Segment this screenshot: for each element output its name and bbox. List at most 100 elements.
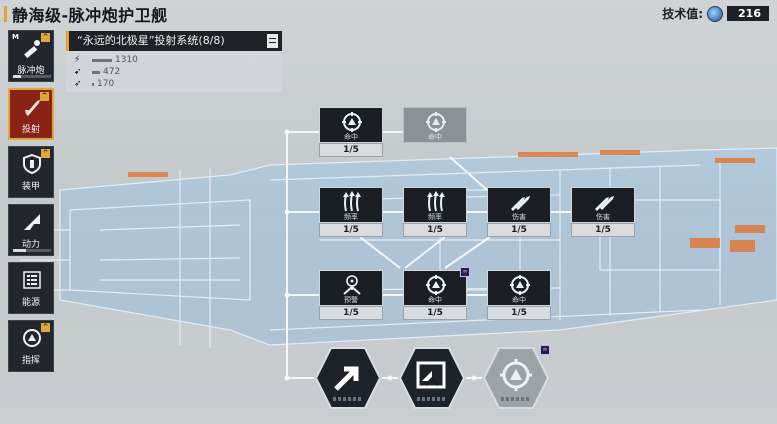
module-icon [416,361,446,389]
node-label: 命中 [344,133,358,141]
target-icon [500,359,532,391]
node-label: 频率 [344,213,358,221]
link-joint [284,209,290,215]
mod-mark: M [12,33,19,41]
sidebar-item-label: 能源 [21,298,40,308]
sidebar-item-1[interactable]: ^ 投射 [8,88,54,140]
node-level: 1/5 [403,306,467,320]
node-level: 1/5 [487,306,551,320]
link-badge-icon: ∞ [540,345,550,355]
node-level: 1/5 [571,223,635,237]
tech-points: 技术值: 216 [662,5,769,22]
tech-node-missile[interactable]: 伤害 1/5 [571,187,635,237]
node-face: 命中 [403,270,467,306]
sidebar-item-label: 装甲 [21,182,40,192]
node-face: 频率 [403,187,467,223]
sidebar-item-2[interactable]: ^ 装甲 [8,146,54,198]
link-joint [471,375,477,381]
page-title: 静海级-脉冲炮护卫舰 [12,6,168,25]
node-level: 1/5 [487,223,551,237]
stat-row: ➶170 [74,78,276,90]
sidebar-item-5[interactable]: ^ 指挥 [8,320,54,372]
sidebar-item-4[interactable]: 能源 [8,262,54,314]
missile-icon [22,96,44,118]
sidebar-item-label: 指挥 [21,356,40,366]
sidebar-item-label: 投射 [21,125,40,135]
node-face: 命中 [319,107,383,143]
hex-module-0[interactable] [314,345,382,411]
sidebar-item-3[interactable]: 动力 [8,204,54,256]
system-title: “永远的北极星”投射系统(8/8) [77,34,225,47]
command-icon [21,327,43,349]
link-badge-icon: ∞ [460,267,470,277]
link-joint [387,375,393,381]
speed-icon: ➶ [74,79,82,89]
title-bar: 静海级-脉冲炮护卫舰 [4,4,168,25]
node-level: 1/5 [319,143,383,157]
tree-link [404,236,446,269]
link-joint [284,375,290,381]
tech-node-rate[interactable]: 频率 1/5 [403,187,467,237]
cannon-icon [21,37,43,59]
tech-value: 216 [727,6,769,21]
stat-value: 472 [103,67,121,77]
stat-value: 1310 [115,55,138,65]
sidebar-item-label: 动力 [21,240,40,250]
node-label: 伤害 [596,213,610,221]
missile-icon [592,191,616,213]
upgrade-available-icon: ^ [40,92,49,101]
node-label: 频率 [428,213,442,221]
arrow-up-icon [334,366,359,391]
rate-icon [340,191,364,213]
tech-node-target[interactable]: 命中 1/5 ∞ [403,267,470,320]
tech-orb-icon [707,5,723,22]
tree-link [449,156,488,191]
tech-node-target[interactable]: 命中 1/5 [319,107,383,157]
node-level: 1/5 [403,223,467,237]
link-joint [284,129,290,135]
node-face: 频率 [319,187,383,223]
node-face: 伤害 [487,187,551,223]
target-icon [424,111,448,133]
rate-icon [424,191,448,213]
stat-bar [92,82,94,86]
upgrade-available-icon: ^ [41,323,50,332]
tech-node-target[interactable]: 命中 1/5 [487,270,551,320]
stat-row: ➹472 [74,66,276,78]
hex-module-1[interactable] [398,345,466,411]
node-label: 命中 [428,296,442,304]
damage-icon: ⚡ [74,55,81,65]
node-label: 预警 [344,296,358,304]
tree-link [359,236,401,269]
node-face: 命中 [403,107,467,143]
document-icon[interactable] [267,34,278,48]
system-title-bar: “永远的北极星”投射系统(8/8) [66,31,282,51]
radar-icon [340,274,364,296]
progress-bar [13,249,51,252]
stat-bar [92,58,112,62]
node-face: 伤害 [571,187,635,223]
upgrade-available-icon: ^ [41,149,50,158]
stat-bar [92,70,100,74]
shield-icon [21,153,43,175]
hex-module-2[interactable]: ∞ [482,345,550,411]
stat-list: ⚡ 1310➹472➶170 [66,51,282,92]
list-icon [21,269,43,291]
sidebar-item-0[interactable]: M^脉冲炮 [8,30,54,82]
node-face: 预警 [319,270,383,306]
upgrade-available-icon: ^ [41,33,50,42]
title-accent [4,6,7,22]
stat-row: ⚡ 1310 [74,54,276,66]
missile-icon [508,191,532,213]
tech-label: 技术值: [662,7,703,21]
tech-node-target[interactable]: 命中 [403,107,467,157]
thruster-icon [21,211,43,233]
system-info-panel: “永远的北极星”投射系统(8/8) ⚡ 1310➹472➶170 [66,31,282,99]
target-icon [508,274,532,296]
node-label: 命中 [512,296,526,304]
node-face: 命中 [487,270,551,306]
